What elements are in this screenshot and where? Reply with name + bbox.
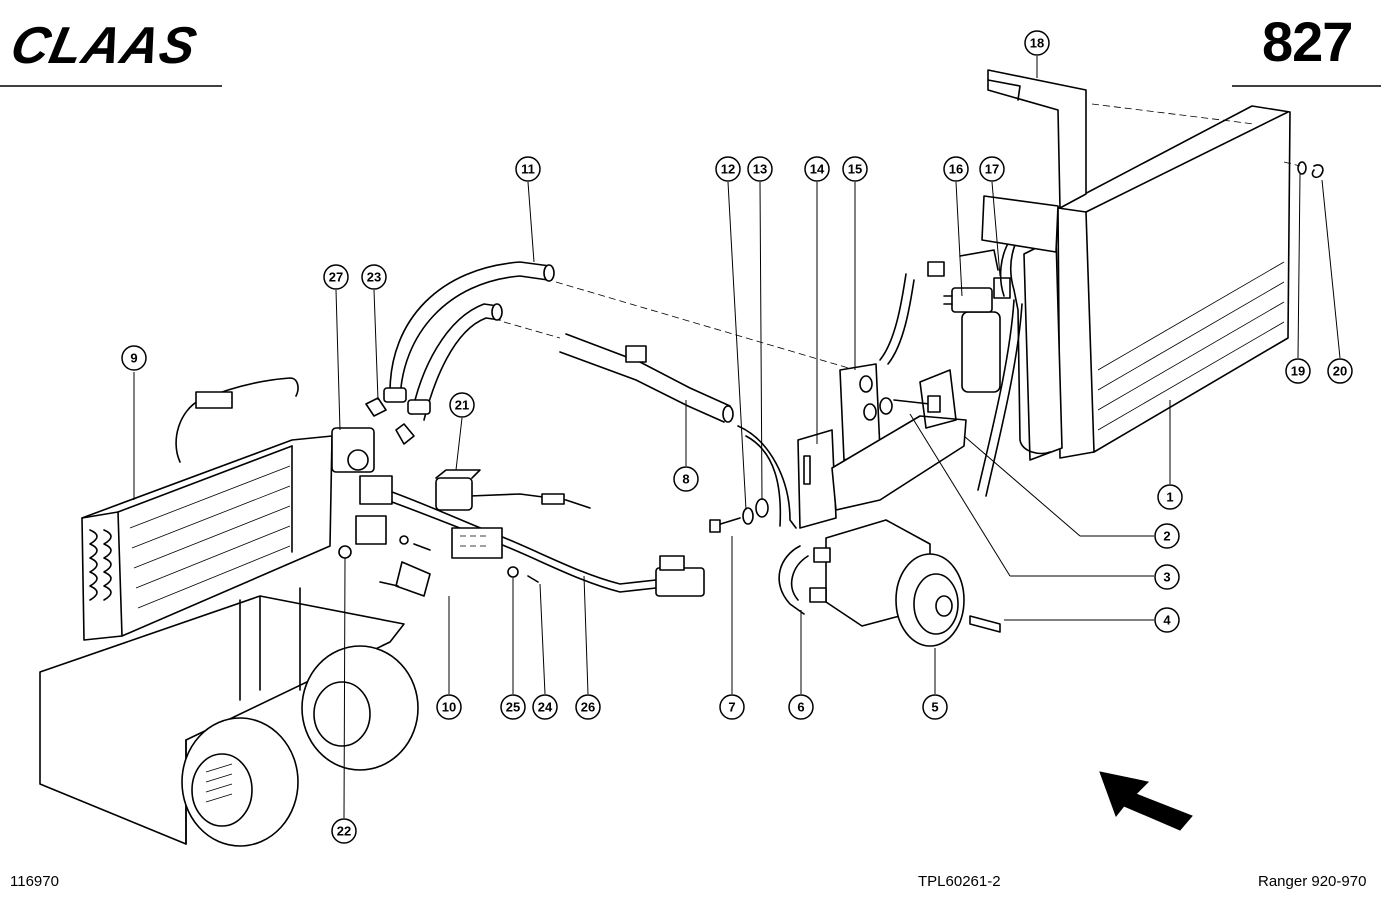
callout-9: 9 — [121, 345, 147, 371]
callout-14: 14 — [804, 156, 830, 182]
callout-16: 16 — [943, 156, 969, 182]
callout-11: 11 — [515, 156, 541, 182]
svg-text:4: 4 — [1163, 613, 1171, 628]
leader-lines — [133, 56, 1341, 819]
thermostat-switch — [365, 397, 415, 445]
callout-22: 22 — [331, 818, 357, 844]
svg-text:9: 9 — [130, 351, 137, 366]
model-label: Ranger 920-970 — [1258, 873, 1367, 890]
callout-26: 26 — [575, 694, 601, 720]
callout-5: 5 — [922, 694, 948, 720]
callout-10: 10 — [436, 694, 462, 720]
svg-text:6: 6 — [797, 700, 804, 715]
callout-21: 21 — [449, 392, 475, 418]
assembly-line-hose-liquid — [503, 321, 561, 339]
liquid-line — [559, 333, 797, 529]
svg-text:18: 18 — [1030, 36, 1044, 51]
condenser — [977, 105, 1291, 497]
callout-3: 3 — [1154, 564, 1180, 590]
page-number: 827 — [1262, 10, 1353, 73]
callout-13: 13 — [747, 156, 773, 182]
assembly-line-nut — [1283, 161, 1301, 167]
svg-text:1: 1 — [1166, 490, 1173, 505]
svg-text:5: 5 — [931, 700, 938, 715]
svg-text:25: 25 — [506, 700, 520, 715]
svg-text:3: 3 — [1163, 570, 1170, 585]
compressor-bracket — [797, 363, 967, 529]
direction-arrow — [1099, 771, 1193, 831]
callout-24: 24 — [532, 694, 558, 720]
callout-18: 18 — [1024, 30, 1050, 56]
callout-25: 25 — [500, 694, 526, 720]
svg-text:16: 16 — [949, 162, 963, 177]
resistor-module — [379, 527, 503, 597]
svg-text:13: 13 — [753, 162, 767, 177]
callout-19: 19 — [1285, 358, 1311, 384]
callout-1: 1 — [1157, 484, 1183, 510]
callout-23: 23 — [361, 264, 387, 290]
svg-text:2: 2 — [1163, 529, 1170, 544]
svg-text:12: 12 — [721, 162, 735, 177]
svg-text:15: 15 — [848, 162, 862, 177]
svg-text:21: 21 — [455, 398, 469, 413]
svg-text:26: 26 — [581, 700, 595, 715]
callout-27: 27 — [323, 264, 349, 290]
expansion-valve — [331, 427, 393, 545]
drawing-number: 116970 — [10, 873, 59, 890]
svg-text:8: 8 — [682, 472, 689, 487]
nut-and-washer — [1297, 161, 1324, 179]
svg-text:10: 10 — [442, 700, 456, 715]
plate-reference: TPL60261-2 — [918, 873, 1001, 890]
svg-text:27: 27 — [329, 270, 343, 285]
callout-8: 8 — [673, 466, 699, 492]
receiver-drier — [879, 249, 1011, 393]
svg-text:23: 23 — [367, 270, 381, 285]
svg-text:17: 17 — [985, 162, 999, 177]
assembly-line-hose-condenser — [555, 281, 863, 373]
svg-text:19: 19 — [1291, 364, 1305, 379]
mounting-bracket — [981, 69, 1087, 253]
relay — [435, 469, 481, 511]
svg-text:14: 14 — [810, 162, 825, 177]
assembly-line-bracket — [1091, 103, 1255, 125]
callout-7: 7 — [719, 694, 745, 720]
svg-text:24: 24 — [538, 700, 553, 715]
svg-text:20: 20 — [1333, 364, 1347, 379]
refrigerant-hose-upper — [383, 261, 555, 421]
callout-6: 6 — [788, 694, 814, 720]
bolts-and-washers — [709, 395, 941, 533]
svg-text:11: 11 — [521, 162, 535, 177]
callout-17: 17 — [979, 156, 1005, 182]
svg-text:22: 22 — [337, 824, 351, 839]
callout-2: 2 — [1154, 523, 1180, 549]
blower-housing — [39, 587, 419, 847]
callout-20: 20 — [1327, 358, 1353, 384]
evaporator-heater-core — [81, 377, 333, 641]
callout-15: 15 — [842, 156, 868, 182]
compressor — [778, 519, 1001, 647]
callout-4: 4 — [1154, 607, 1180, 633]
svg-text:7: 7 — [728, 700, 735, 715]
callout-12: 12 — [715, 156, 741, 182]
